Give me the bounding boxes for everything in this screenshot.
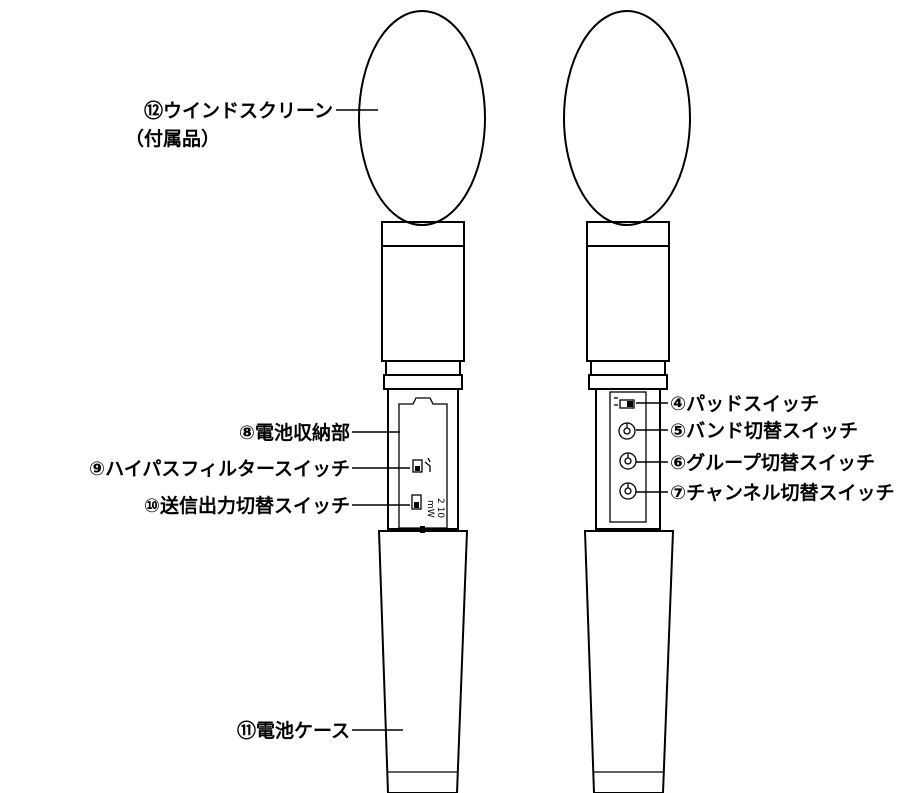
collar-ring-left [383, 374, 463, 390]
label-pad-switch: ④パッドスイッチ [670, 393, 819, 415]
label-battery-case: ⑪電池ケース [237, 719, 350, 742]
highpass-switch-icon [412, 457, 431, 473]
collar-ring-right [588, 374, 668, 390]
leader-lines [336, 109, 668, 731]
microphone-front-view: mW 2 10 [358, 10, 486, 793]
label-battery-compartment: ⑧電池収納部 [239, 421, 350, 444]
collar-right [590, 360, 666, 376]
label-windscreen-note: （付属品） [125, 127, 220, 150]
windscreen-right [563, 10, 691, 226]
windscreen-left [358, 10, 486, 226]
label-band-switch: ⑤バンド切替スイッチ [670, 419, 858, 442]
battery-case-right [583, 530, 675, 793]
label-windscreen: ⑫ウインドスクリーン [144, 99, 333, 122]
label-output-switch: ⑩送信出力切替スイッチ [144, 494, 350, 517]
mw-values-marking: 2 10 [435, 498, 445, 518]
label-channel-switch: ⑦チャンネル切替スイッチ [670, 481, 895, 504]
pad-switch-icon [614, 397, 635, 409]
upper-body-right [586, 245, 670, 362]
channel-rotary-dial [619, 482, 637, 500]
band-rotary-dial [618, 422, 636, 440]
output-switch-icon [411, 494, 422, 510]
microphone-side-view [563, 10, 691, 793]
compartment-section-right [595, 388, 661, 530]
group-rotary-dial [619, 452, 637, 470]
mw-marking: mW [425, 500, 435, 518]
collar-left [385, 360, 461, 376]
label-group-switch: ⑥グループ切替スイッチ [670, 451, 875, 474]
battery-door [398, 397, 448, 529]
battery-case-left [377, 530, 469, 793]
switch-panel [609, 391, 647, 523]
upper-body-left [381, 245, 465, 362]
label-highpass-switch: ⑨ハイパスフィルタースイッチ [89, 458, 350, 480]
